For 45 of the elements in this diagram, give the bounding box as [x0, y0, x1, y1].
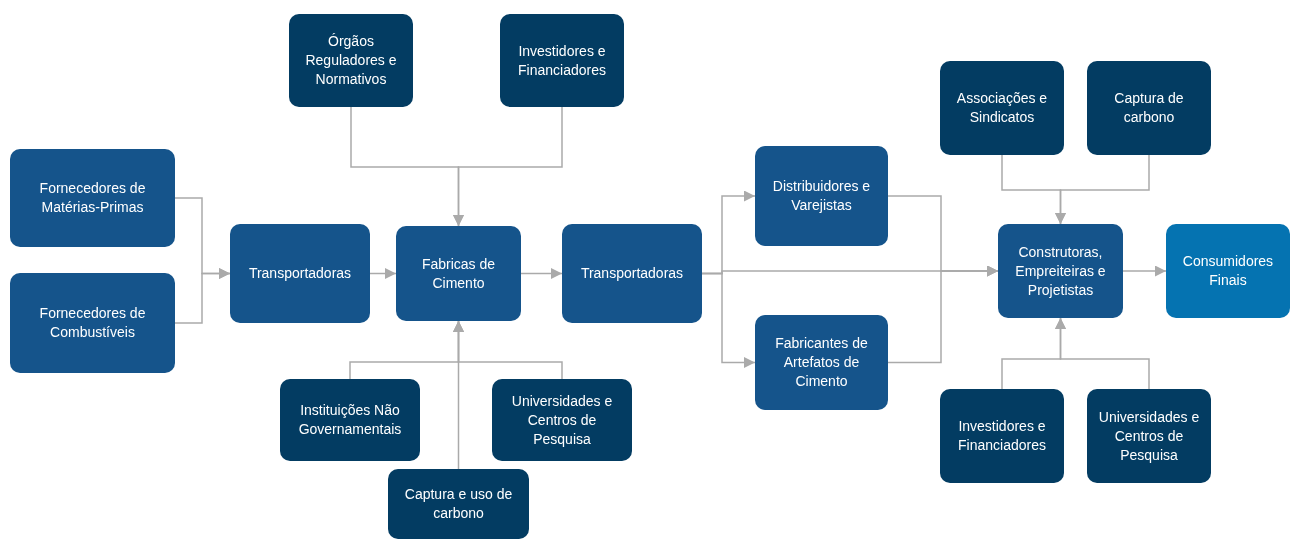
box-label: Investidores e Financiadores: [517, 41, 607, 80]
arrow: [453, 106, 563, 227]
box-label: Investidores e Financiadores: [957, 417, 1047, 455]
process-box: [10, 273, 175, 373]
process-box: [1087, 389, 1211, 483]
arrow: [174, 268, 231, 324]
box-label: Universidades e Centros de Pesquisa: [510, 391, 614, 449]
box-label: Transportadoras: [248, 264, 352, 283]
process-box: [289, 14, 413, 107]
box-label: Fornecedores de Matérias-Primas: [38, 179, 147, 217]
process-box: [500, 14, 624, 107]
box-label: Instituições Não Governamentais: [297, 401, 403, 439]
process-box: [230, 224, 370, 323]
box-label: Captura de carbono: [1113, 89, 1185, 127]
box-label: Órgãos Reguladores e Normativos: [304, 32, 398, 89]
arrow: [887, 265, 999, 364]
process-box: [280, 379, 420, 461]
process-box: [940, 61, 1064, 155]
arrow: [1122, 265, 1167, 277]
process-box: [396, 226, 521, 321]
process-box: [10, 149, 175, 247]
arrow: [369, 268, 397, 279]
process-box: [492, 379, 632, 461]
arrow: [1055, 154, 1150, 225]
process-box: [388, 469, 529, 539]
process-box: [755, 146, 888, 246]
box-label: Consumidores Finais: [1181, 252, 1275, 290]
process-box: [940, 389, 1064, 483]
arrow: [520, 268, 563, 279]
box-label: Associações e Sindicatos: [955, 89, 1049, 127]
process-box: [562, 224, 702, 323]
arrow: [453, 320, 464, 470]
box-label: Distribuidores e Varejistas: [771, 177, 872, 215]
box-label: Transportadoras: [580, 264, 684, 283]
process-box: [755, 315, 888, 410]
process-box: [998, 224, 1123, 318]
box-label: Universidades e Centros de Pesquisa: [1097, 407, 1201, 465]
arrow: [1055, 317, 1150, 390]
box-label: Construtoras, Empreiteiras e Projetistas: [1014, 242, 1107, 300]
process-box: [1166, 224, 1290, 318]
box-label: Fabricantes de Artefatos de Cimento: [774, 334, 869, 391]
box-label: Fornecedores de Combustíveis: [38, 304, 147, 342]
box-label: Captura e uso de carbono: [403, 485, 514, 523]
box-label: Fabricas de Cimento: [420, 254, 497, 293]
process-box: [1087, 61, 1211, 155]
